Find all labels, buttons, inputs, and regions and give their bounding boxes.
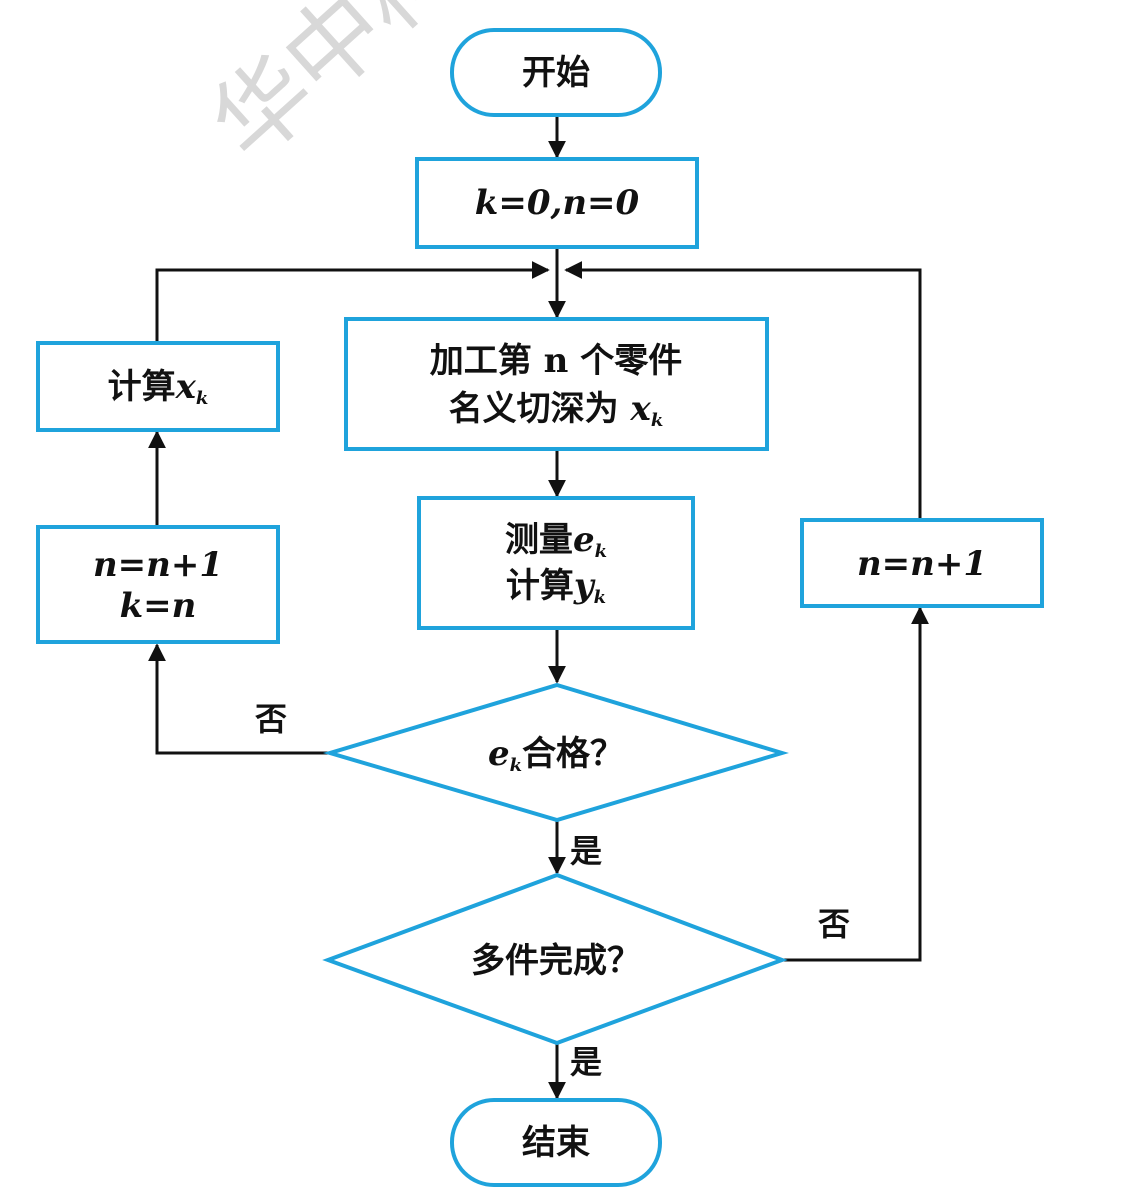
end-node: 结束 [450,1098,662,1187]
check-multi-no-label: 否 [818,905,850,943]
connectors [148,115,929,1100]
watermark: 华中科 [190,0,479,182]
init-node: k=0,n=0 [415,157,699,249]
inc-right-label: n=n+1 [857,544,987,584]
init-label: k=0,n=0 [475,183,640,223]
measure-node: 测量ek 计算yk [417,496,695,630]
end-label: 结束 [522,1123,590,1163]
inc-left-line2: k=n [120,586,197,626]
check-e-decision: ek合格？ [322,682,789,823]
calc-x-node: 计算xk [36,341,280,432]
increment-left-node: n=n+1 k=n [36,525,280,644]
process-line1: 加工第 n 个零件 [430,341,682,381]
start-label: 开始 [522,53,590,93]
measure-line2: 计算yk [506,566,606,608]
check-multi-label: 多件完成？ [471,941,641,981]
edge-multi-no [782,606,929,962]
check-multi-decision: 多件完成？ [322,872,788,1046]
edge-inc-loop [564,261,922,518]
process-node: 加工第 n 个零件 名义切深为 xk [344,317,769,451]
edge-check-no [148,643,330,755]
check-multi-yes-label: 是 [570,1043,602,1081]
measure-line1: 测量ek [505,520,607,562]
inc-left-line1: n=n+1 [93,545,223,585]
start-node: 开始 [450,28,662,117]
check-e-label: ek合格？ [488,734,624,776]
edge-calc-loop [155,261,550,342]
calc-x-label: 计算xk [108,367,209,409]
check-e-yes-label: 是 [570,832,602,870]
increment-right-node: n=n+1 [800,518,1044,608]
process-line2: 名义切深为 xk [449,389,664,431]
check-e-no-label: 否 [255,700,287,738]
